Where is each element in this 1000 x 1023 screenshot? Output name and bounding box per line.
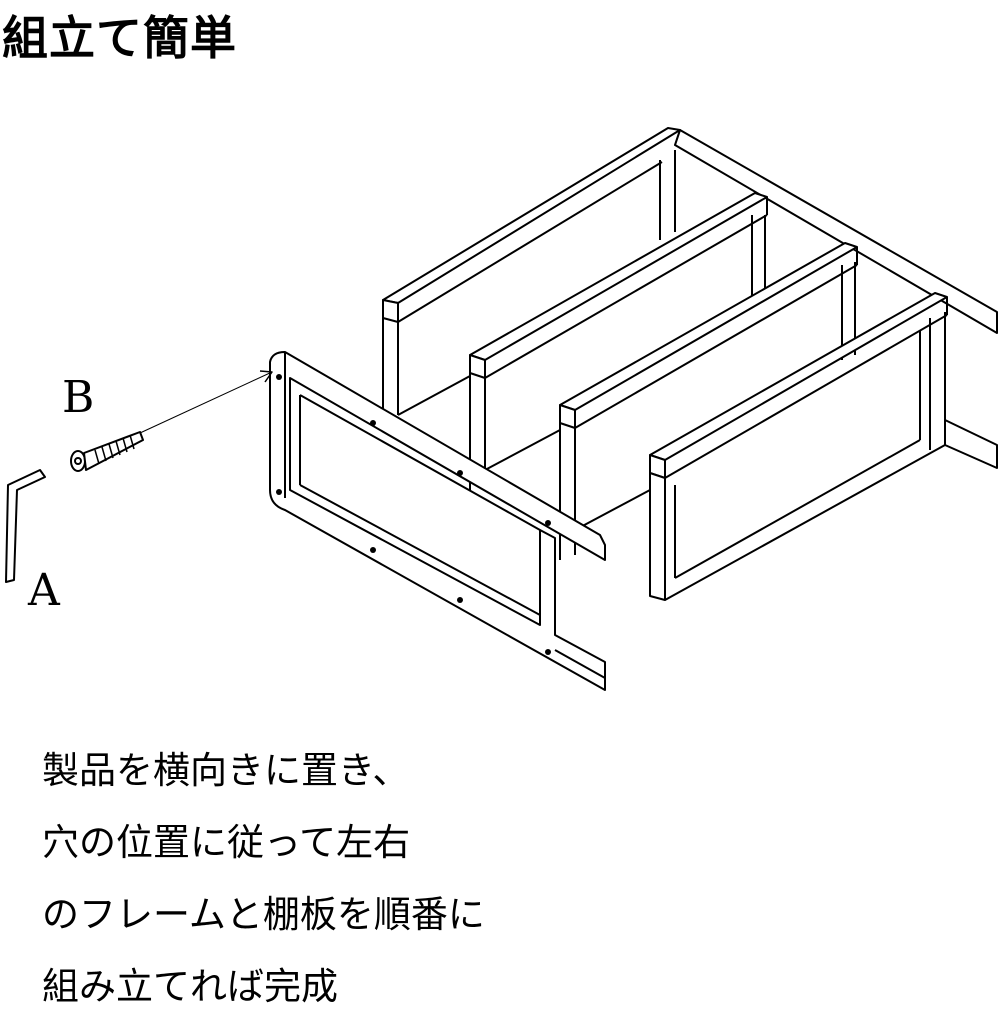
instruction-line: 製品を横向きに置き、 <box>42 749 410 792</box>
left-end-frame <box>269 351 606 691</box>
shelf-frame-1 <box>469 192 768 490</box>
right-end-frame <box>649 292 998 601</box>
hex-key-icon <box>5 469 46 583</box>
instructions: 製品を横向きに置き、 穴の位置に従って左右 のフレームと棚板を順番に 組み立てれ… <box>42 735 485 1023</box>
assembly-diagram <box>5 127 998 691</box>
instruction-line: 組み立てれば完成 <box>42 965 338 1008</box>
page-title: 組立て簡単 <box>2 11 237 65</box>
bolt-label-b: B <box>62 372 95 423</box>
back-frame <box>382 127 998 425</box>
instruction-line: のフレームと棚板を順番に <box>42 893 485 936</box>
instruction-line: 穴の位置に従って左右 <box>42 821 411 864</box>
bolt-icon <box>70 431 144 472</box>
hex-key-label-a: A <box>28 565 60 616</box>
insert-arrow <box>139 370 273 434</box>
